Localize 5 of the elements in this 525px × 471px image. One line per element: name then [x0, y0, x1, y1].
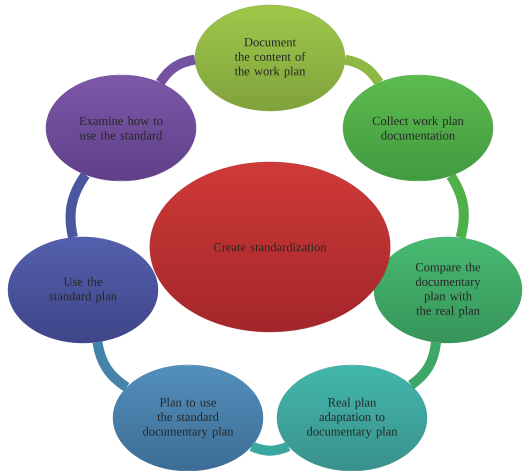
ring-segment — [156, 54, 196, 86]
ring-segment — [446, 173, 469, 239]
ring-segment — [92, 341, 130, 392]
ring-segment — [66, 172, 90, 238]
ring-segment — [408, 342, 441, 390]
